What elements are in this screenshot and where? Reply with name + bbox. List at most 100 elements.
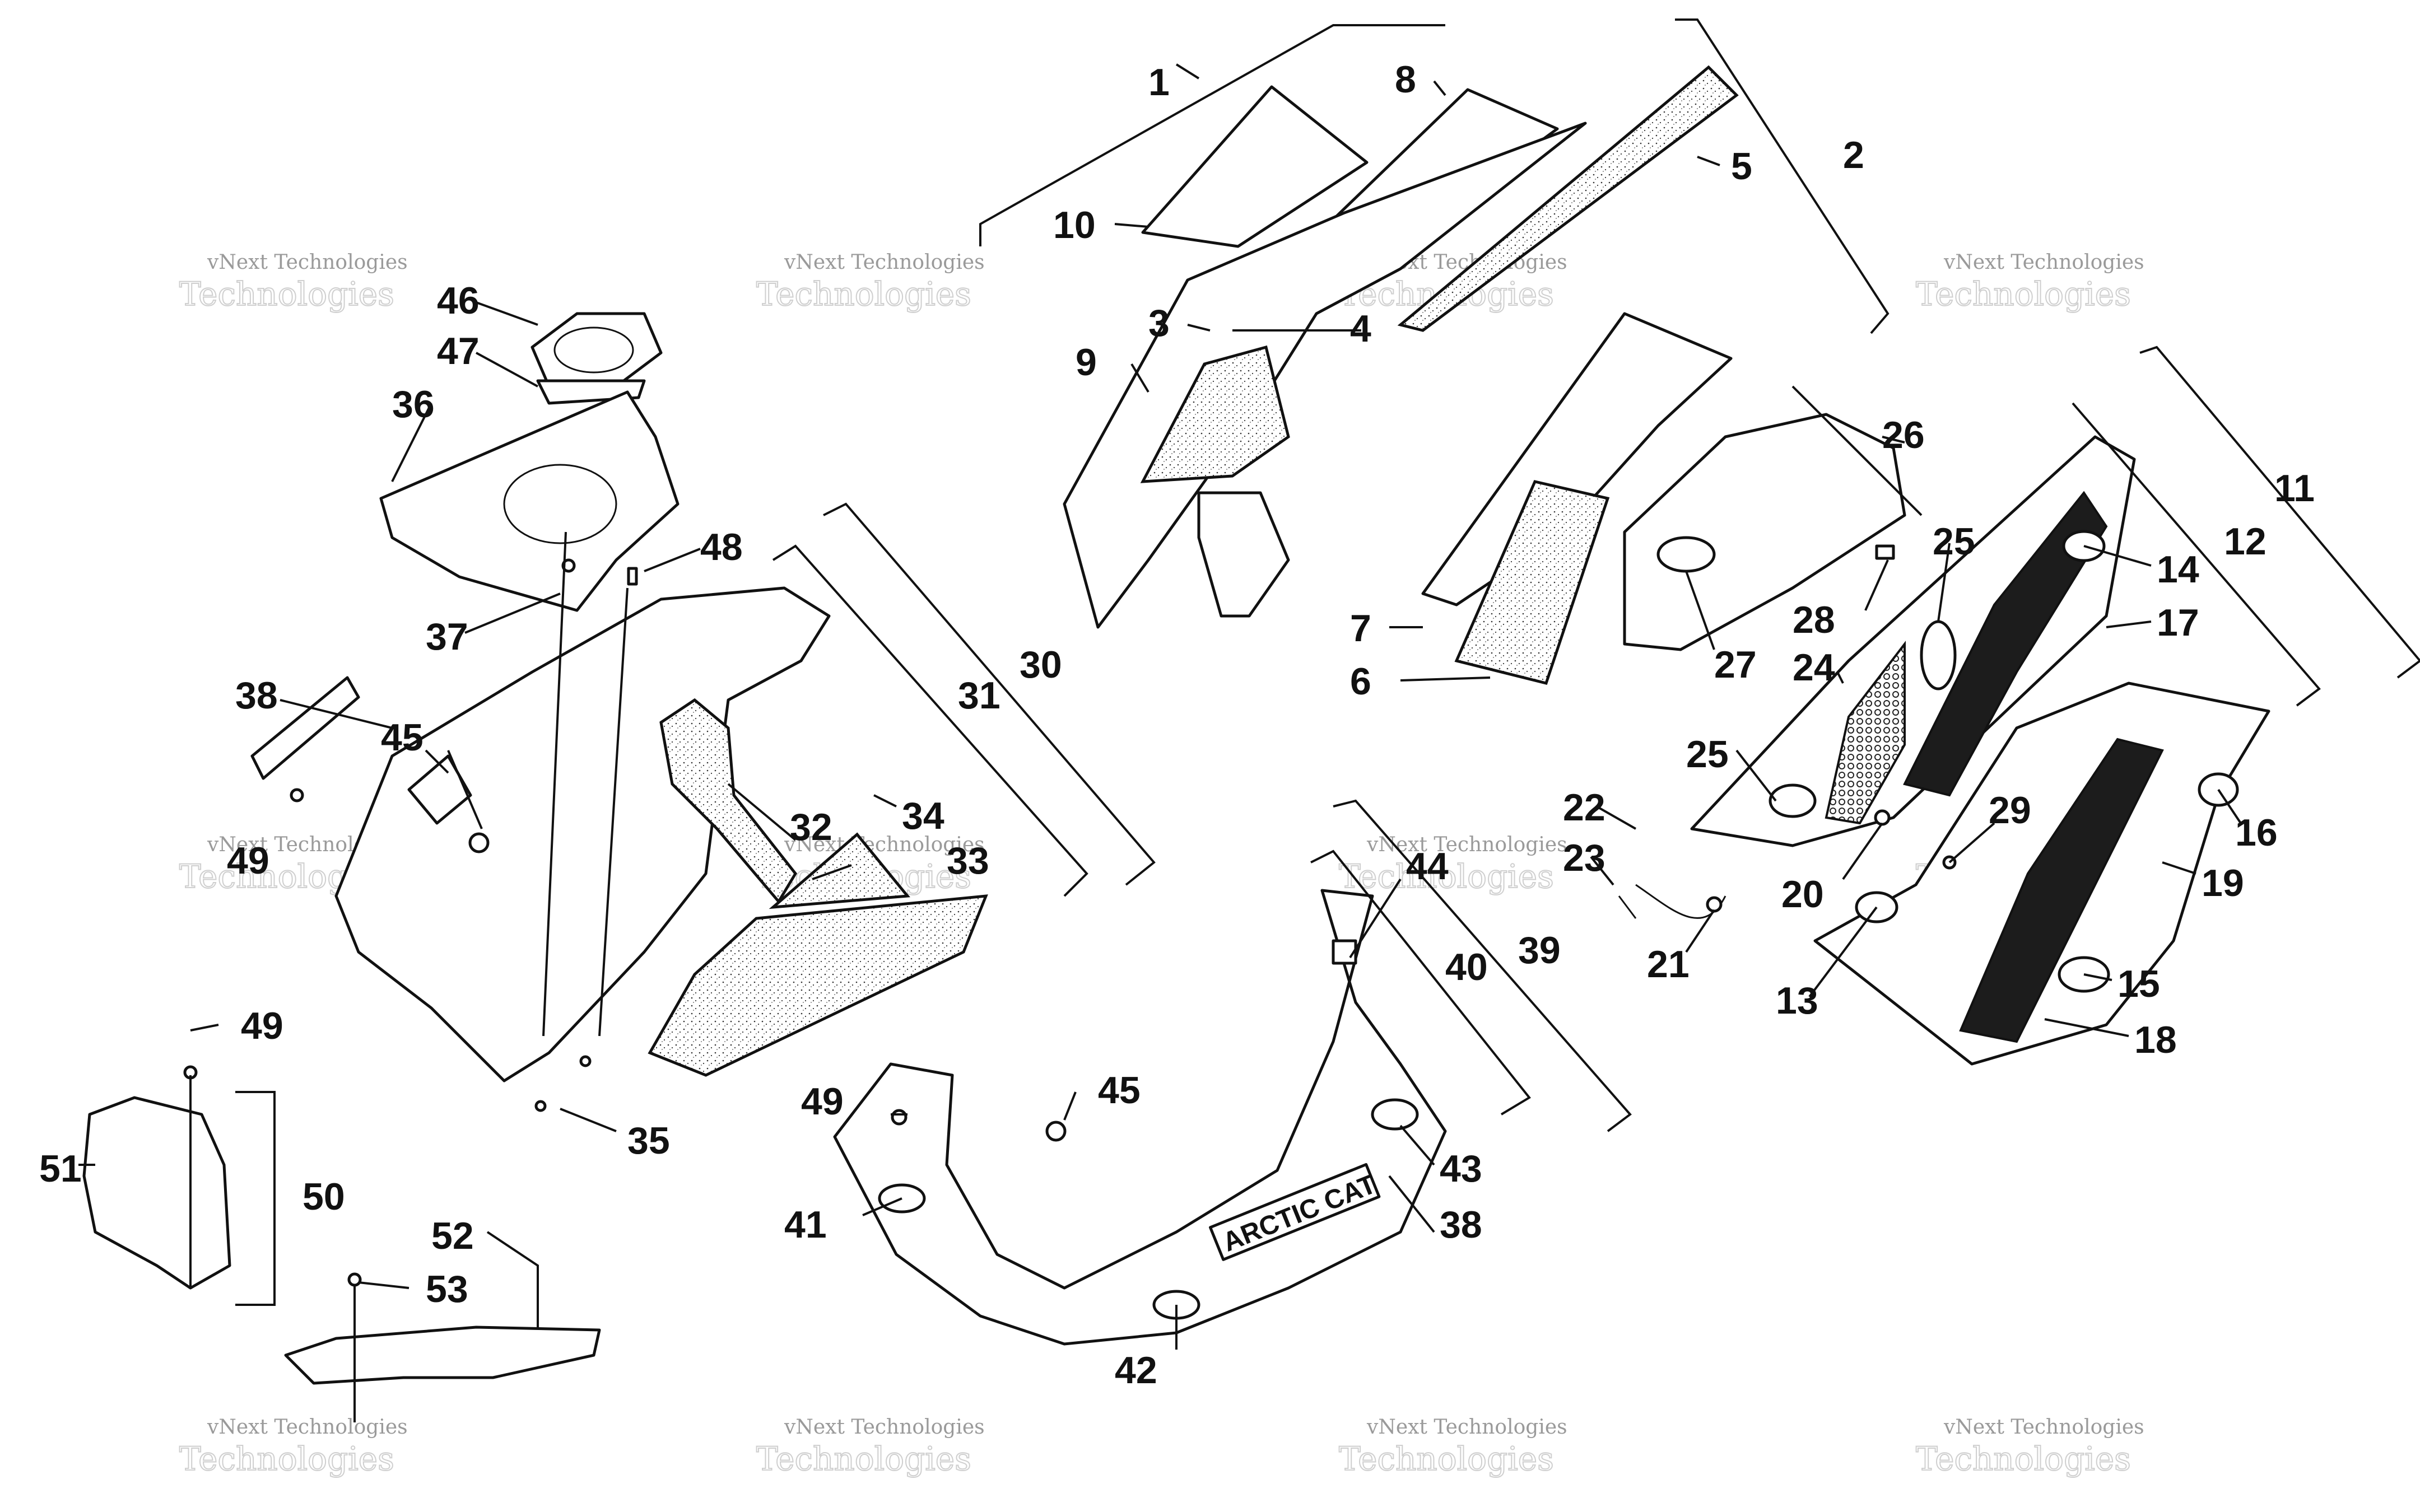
callout-45-upper: 45 — [381, 716, 424, 759]
bracket-group-50 — [235, 1091, 276, 1306]
callout-51: 51 — [39, 1147, 82, 1190]
callout-2: 2 — [1843, 134, 1864, 176]
callout-29: 29 — [1989, 789, 2031, 832]
callout-25-lower: 25 — [1686, 733, 1729, 776]
callout-23: 23 — [1563, 837, 1605, 879]
watermark: vNext Technologies Technologies — [179, 251, 408, 314]
callout-33: 33 — [947, 839, 989, 882]
leader-line — [1114, 223, 1149, 228]
leader-line — [1937, 543, 1951, 622]
watermark-text: vNext Technologies — [784, 1416, 985, 1439]
leader-line — [476, 352, 538, 388]
screw-part-49-lower — [891, 1109, 908, 1126]
leader-line — [476, 301, 538, 326]
leader-line — [486, 1231, 539, 1327]
side-panel-part-12 — [1690, 435, 2136, 847]
callout-30: 30 — [1020, 643, 1062, 686]
foam-insulation-part-32 — [659, 698, 798, 904]
leader-line — [2044, 1018, 2129, 1037]
leader-line — [391, 403, 432, 482]
callout-18: 18 — [2134, 1019, 2177, 1061]
callout-32: 32 — [790, 806, 832, 848]
watermark-text: vNext Technologies — [1366, 833, 1567, 856]
callout-31: 31 — [958, 674, 1000, 717]
watermark: vNext Technologies Technologies — [179, 1416, 408, 1478]
plug-part-25-lower — [1769, 783, 1817, 818]
grommet-part-45 — [468, 832, 490, 853]
leader-line — [1400, 676, 1491, 682]
callout-26: 26 — [1882, 414, 1925, 456]
foam-strip-part-5 — [1397, 65, 1739, 332]
callout-44: 44 — [1406, 845, 1449, 888]
callout-49-bottom: 49 — [241, 1005, 283, 1047]
foam-insulation-part-34 — [769, 832, 910, 909]
grommet-part-27 — [1656, 536, 1716, 573]
callout-40: 40 — [1445, 946, 1488, 988]
clip-part-28 — [1875, 544, 1895, 560]
leader-line — [1399, 1124, 1435, 1166]
leader-line — [1433, 80, 1446, 96]
screw-part-37 — [561, 558, 576, 573]
graphic-stripe-part-17 — [1903, 491, 2108, 797]
leader-line — [1685, 571, 1715, 650]
leader-line — [862, 1197, 902, 1216]
callout-1: 1 — [1148, 61, 1170, 104]
bracket-group-2 — [1675, 18, 1890, 334]
callout-28: 28 — [1793, 599, 1835, 641]
leader-line — [1388, 1175, 1435, 1233]
leader-line — [2217, 788, 2242, 824]
callout-10: 10 — [1053, 204, 1096, 246]
hood-panel-part-9 — [1063, 122, 1587, 629]
bracket-group-12 — [2072, 402, 2321, 707]
watermark: vNext Technologies Technologies — [1338, 1416, 1567, 1478]
callout-9: 9 — [1076, 341, 1097, 384]
callout-38-upper: 38 — [235, 674, 278, 717]
leader-line — [1864, 559, 1889, 611]
foam-pad-part-3 — [1140, 345, 1290, 483]
guard-part-51 — [82, 1096, 231, 1290]
leader-line — [542, 531, 567, 1037]
callout-42: 42 — [1115, 1349, 1157, 1392]
leader-line — [358, 1281, 409, 1289]
callout-7: 7 — [1350, 607, 1371, 650]
callout-37: 37 — [426, 615, 468, 658]
leader-line — [598, 587, 629, 1037]
leader-line — [1685, 909, 1715, 953]
bracket-group-30 — [823, 502, 1156, 886]
console-assembly — [379, 312, 680, 612]
callout-49-left: 49 — [227, 839, 269, 882]
leader-line — [280, 699, 393, 729]
graphic-stripe-part-19 — [1959, 738, 2164, 1043]
leader-line — [1882, 436, 1905, 444]
callout-49-lower: 49 — [801, 1080, 844, 1123]
console-opening — [503, 464, 617, 544]
bracket-group-31 — [772, 544, 1088, 897]
leader-line — [1735, 749, 1777, 802]
leader-line — [464, 592, 561, 634]
callout-45-lower: 45 — [1098, 1069, 1141, 1112]
leader-line — [1596, 805, 1636, 830]
vent-mesh-part-24 — [1825, 641, 1906, 825]
watermark-text: vNext Technologies — [1366, 1416, 1567, 1439]
clip-part-23 — [1618, 895, 1637, 919]
leader-line — [190, 1024, 219, 1032]
gauge-opening — [553, 326, 634, 374]
watermark-text-large: Technologies — [1339, 857, 1554, 895]
decal-part-38-left — [250, 676, 360, 780]
watermark: vNext Technologies Technologies — [756, 251, 985, 314]
leader-line — [1697, 156, 1720, 166]
callout-19: 19 — [2202, 862, 2244, 904]
watermark-text-large: Technologies — [179, 1440, 394, 1478]
callout-52: 52 — [431, 1215, 474, 1257]
watermark: vNext Technologies Technologies — [1915, 1416, 2144, 1478]
callout-35: 35 — [627, 1119, 670, 1162]
callout-labels: 1 2 3 4 5 6 7 8 9 10 11 12 13 14 15 16 1… — [39, 58, 2315, 1392]
watermark-text: vNext Technologies — [784, 833, 985, 856]
windscreen-part-7 — [1421, 312, 1733, 606]
callout-14: 14 — [2157, 548, 2199, 591]
screw-part-49-left — [290, 788, 304, 802]
leader-line — [2106, 620, 2152, 628]
callout-48: 48 — [700, 526, 743, 568]
